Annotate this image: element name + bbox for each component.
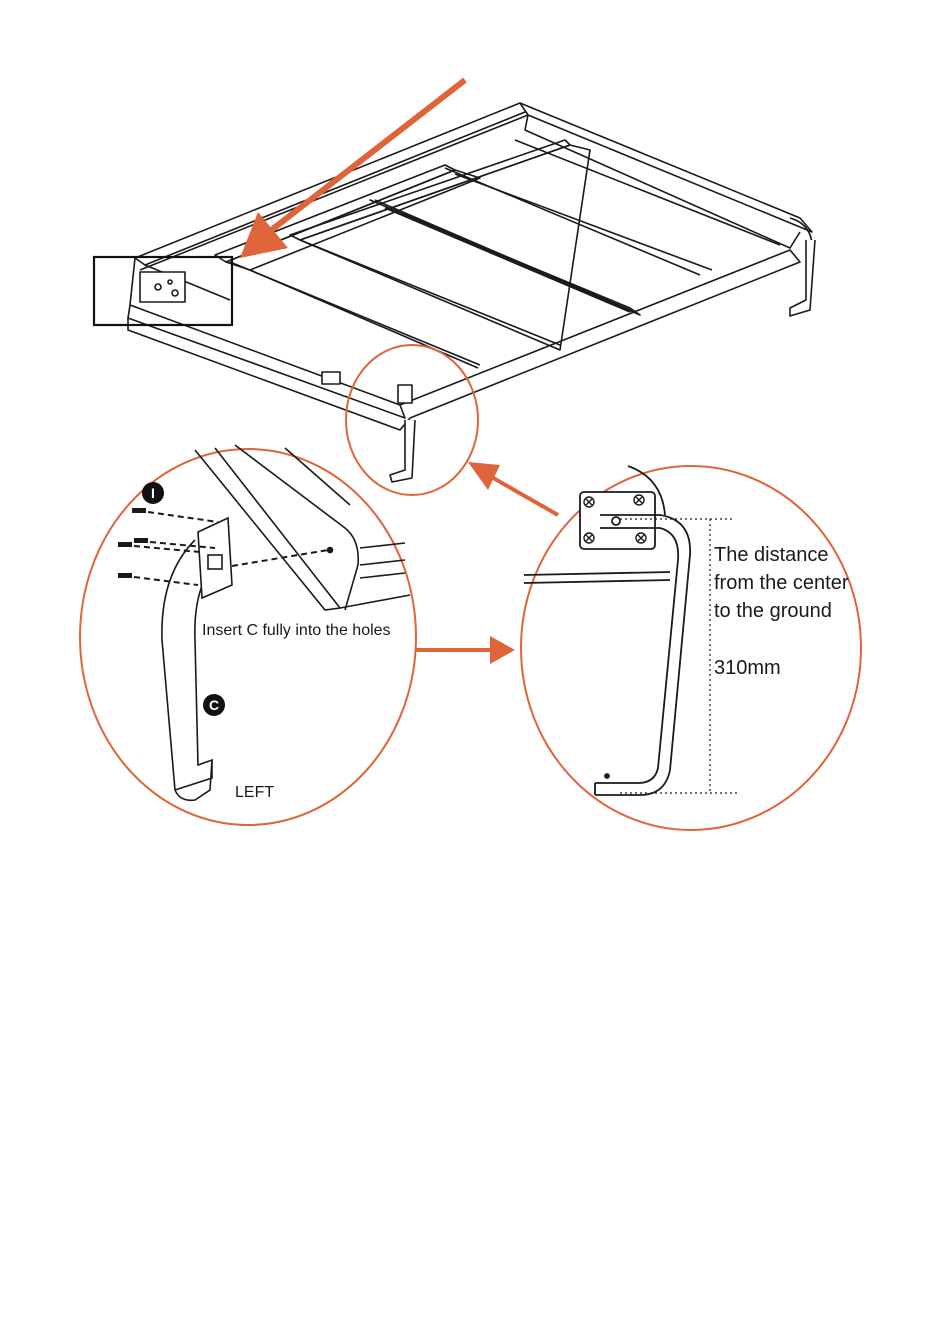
connector-arrow-up — [468, 462, 558, 515]
screw-badge: I — [142, 482, 164, 504]
connector-arrow-right — [416, 636, 515, 664]
distance-line-3: to the ground — [714, 600, 832, 622]
leg-badge: C — [203, 694, 225, 716]
insert-instruction: Insert C fully into the holes — [202, 622, 391, 640]
pointer-arrow — [240, 80, 465, 258]
right-detail-circle — [521, 466, 861, 830]
distance-line-1: The distance — [714, 544, 829, 566]
distance-line-2: from the center — [714, 572, 849, 594]
side-label: LEFT — [235, 784, 274, 802]
distance-value: 310mm — [714, 657, 781, 679]
